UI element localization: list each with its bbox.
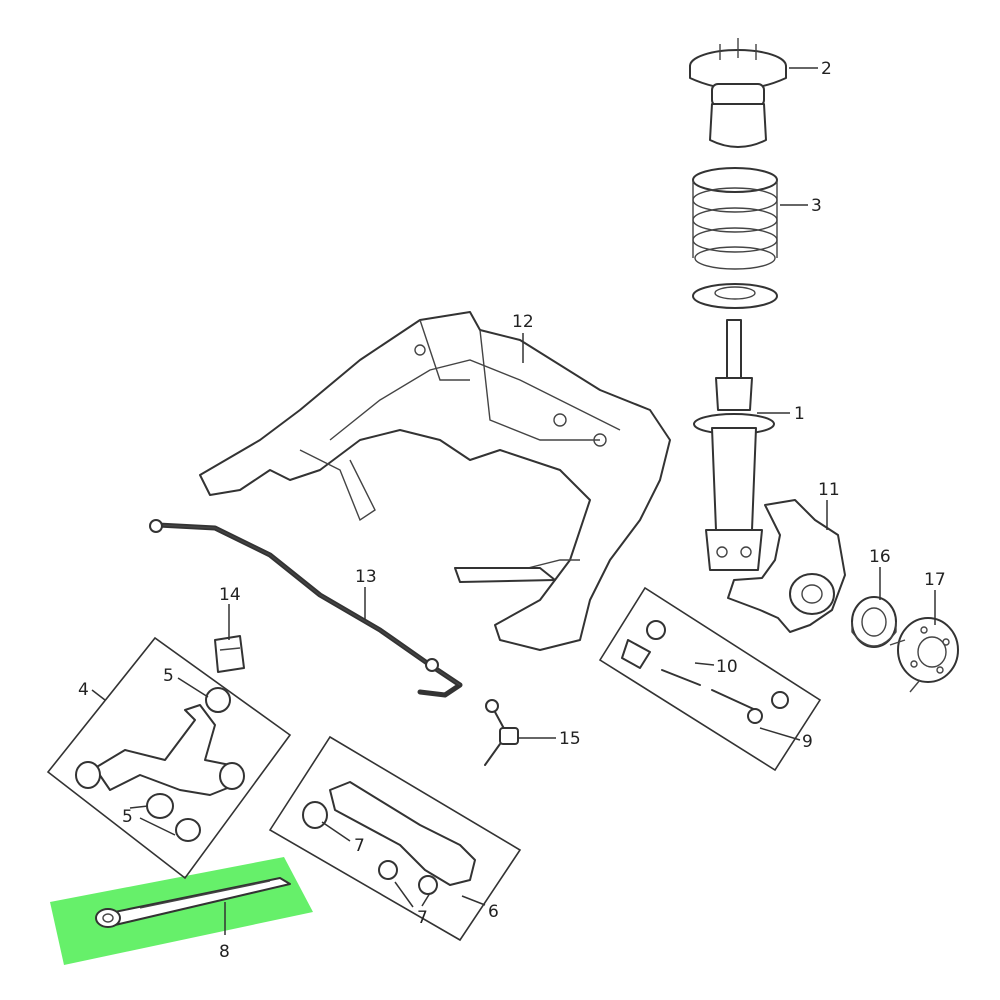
wheel-bearing[interactable]: [851, 596, 897, 648]
coil-spring[interactable]: [692, 167, 778, 270]
part-8-highlight: [50, 857, 313, 965]
wheel-hub[interactable]: [889, 617, 959, 693]
callout-1: 1: [794, 404, 805, 424]
callout-15: 15: [559, 729, 581, 749]
callout-labels: 1 2 3 4 5 5 6 7 7 8 9 10 11 12 13 14 15 …: [78, 59, 946, 962]
callout-3: 3: [811, 196, 822, 216]
spring-seat[interactable]: [692, 283, 778, 309]
callout-16: 16: [869, 547, 891, 567]
callout-5b: 5: [122, 807, 133, 827]
callout-6: 6: [488, 902, 499, 922]
callout-9: 9: [802, 732, 813, 752]
callout-13: 13: [355, 567, 377, 587]
callout-17: 17: [924, 570, 946, 590]
callout-7b: 7: [417, 908, 428, 928]
callout-4: 4: [78, 680, 89, 700]
callout-2: 2: [821, 59, 832, 79]
callout-11: 11: [818, 480, 840, 500]
callout-5a: 5: [163, 666, 174, 686]
callout-12: 12: [512, 312, 534, 332]
callout-10: 10: [716, 657, 738, 677]
stabilizer-bushing[interactable]: [214, 635, 245, 673]
strut-mount[interactable]: [689, 38, 787, 148]
tension-rod[interactable]: [95, 877, 291, 928]
subframe-crossmember[interactable]: [199, 311, 671, 651]
callout-7a: 7: [354, 836, 365, 856]
lower-control-arm-group[interactable]: [268, 735, 522, 942]
leader-lines: [91, 67, 936, 935]
stabilizer-bar[interactable]: [149, 519, 463, 698]
stabilizer-link[interactable]: [484, 699, 519, 766]
tie-rod-group[interactable]: [598, 586, 822, 772]
upper-control-arm-group[interactable]: [46, 636, 292, 880]
shock-absorber[interactable]: [693, 319, 775, 571]
callout-8: 8: [219, 942, 230, 962]
callout-14: 14: [219, 585, 241, 605]
